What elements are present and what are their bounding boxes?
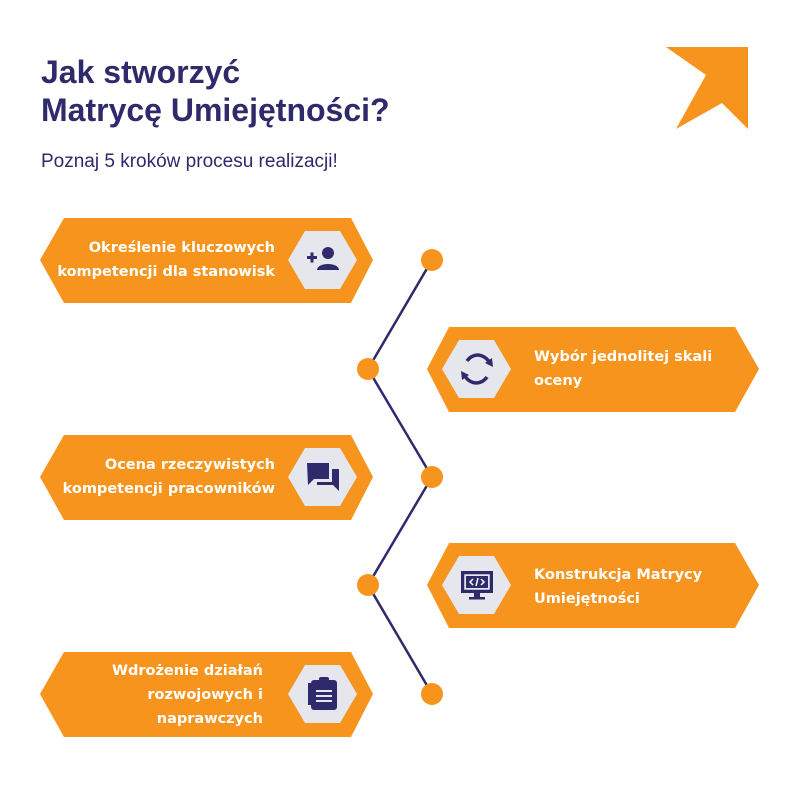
step-4-text: Konstrukcja Matrycy Umiejętności xyxy=(534,563,744,611)
step-5-text: Wdrożenie działań rozwojowych i naprawcz… xyxy=(63,659,263,731)
connector-dot xyxy=(421,683,443,705)
page-subtitle: Poznaj 5 kroków procesu realizacji! xyxy=(41,151,338,172)
step-3-text: Ocena rzeczywistych kompetencji pracowni… xyxy=(35,453,275,501)
connector-dot xyxy=(421,466,443,488)
step-5-line-1: Wdrożenie działań xyxy=(112,663,263,679)
title-line-1: Jak stworzyć xyxy=(41,54,241,90)
chat-bubbles-icon xyxy=(307,463,339,491)
connector-dot xyxy=(357,358,379,380)
step-5-line-2: rozwojowych i xyxy=(147,687,263,703)
add-user-icon xyxy=(307,247,339,270)
step-2-line-1: Wybór jednolitej skali xyxy=(534,349,713,365)
step-1-text: Określenie kluczowych kompetencji dla st… xyxy=(35,236,275,284)
connector-dot xyxy=(421,249,443,271)
step-1-line-2: kompetencji dla stanowisk xyxy=(57,264,275,280)
title-line-2: Matrycę Umiejętności? xyxy=(41,92,390,128)
step-2-text: Wybór jednolitej skali oceny xyxy=(534,345,744,393)
step-5-line-3: naprawczych xyxy=(156,711,263,727)
step-1-line-1: Określenie kluczowych xyxy=(88,240,275,256)
step-4-line-1: Konstrukcja Matrycy xyxy=(534,567,703,583)
arrow-logo-icon xyxy=(666,47,748,129)
step-3-line-1: Ocena rzeczywistych xyxy=(104,457,275,473)
refresh-cycle-icon xyxy=(461,353,493,385)
step-2-line-2: oceny xyxy=(534,373,583,389)
notepad-icon xyxy=(308,677,337,710)
connector-dot xyxy=(357,574,379,596)
step-4-line-2: Umiejętności xyxy=(534,591,640,607)
code-monitor-icon xyxy=(461,571,493,600)
step-3-line-2: kompetencji pracowników xyxy=(62,481,275,497)
page-title: Jak stworzyć Matrycę Umiejętności? xyxy=(41,53,390,129)
